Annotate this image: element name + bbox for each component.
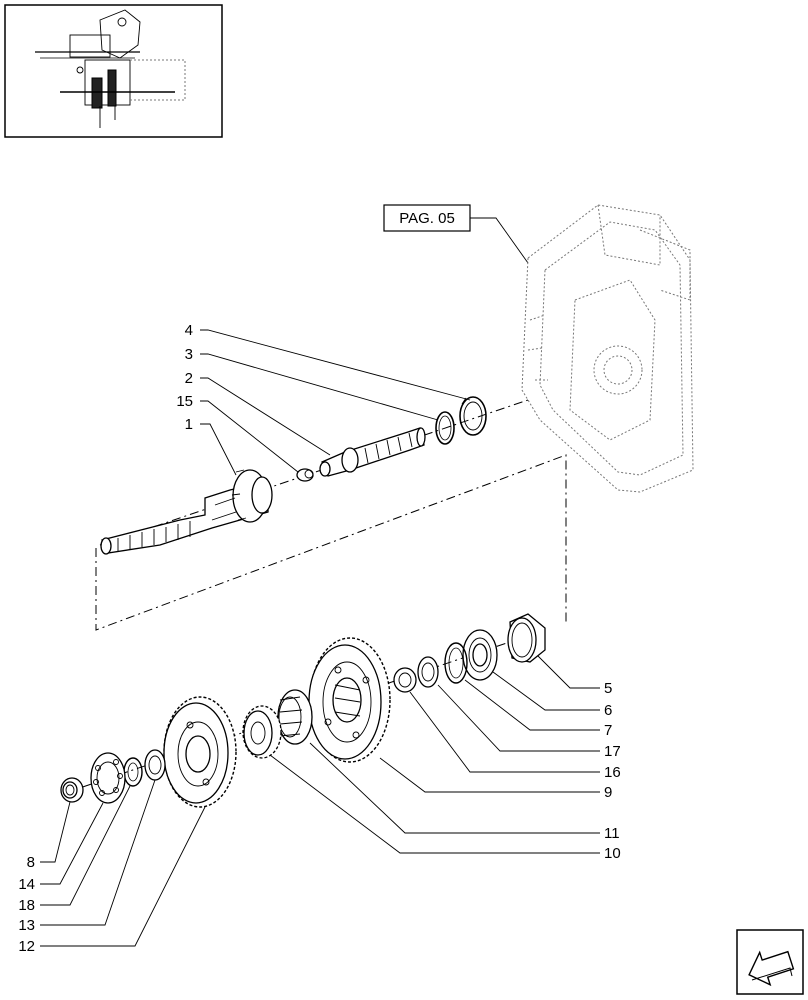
part-11-splined-sleeve[interactable] <box>277 689 313 745</box>
part-17-washer[interactable] <box>417 656 439 688</box>
callout-13: 13 <box>18 917 35 934</box>
part-13-bushing[interactable] <box>144 749 166 781</box>
part-15-pin[interactable] <box>296 468 314 482</box>
part-8-bearing-cup[interactable] <box>60 777 84 803</box>
callout-5: 5 <box>604 680 612 697</box>
callout-7: 7 <box>604 722 612 739</box>
leader-lines <box>40 329 600 947</box>
callout-11: 11 <box>604 825 620 842</box>
part-1-main-shaft[interactable] <box>100 469 273 555</box>
page-reference-box[interactable]: PAG. 05 <box>383 204 471 232</box>
callout-14: 14 <box>18 876 35 893</box>
callout-2: 2 <box>185 370 193 387</box>
part-3-seal-ring[interactable] <box>435 411 455 445</box>
group-frame-dashed <box>95 454 567 631</box>
part-6-bearing[interactable] <box>462 629 498 681</box>
part-12-medium-gear[interactable] <box>163 696 237 808</box>
callout-8: 8 <box>27 854 35 871</box>
assembly-thumbnail-icon[interactable] <box>4 4 223 138</box>
next-page-arrow-icon[interactable] <box>736 929 804 995</box>
callout-17: 17 <box>604 743 621 760</box>
callout-18: 18 <box>18 897 35 914</box>
part-4-snap-ring[interactable] <box>459 396 487 436</box>
callout-9: 9 <box>604 784 612 801</box>
callout-10: 10 <box>604 845 621 862</box>
callout-6: 6 <box>604 702 612 719</box>
part-5-sleeve[interactable] <box>507 613 546 663</box>
part-7-retaining-ring[interactable] <box>444 642 468 684</box>
part-16-spacer[interactable] <box>393 667 417 693</box>
page-reference-leader <box>470 217 529 264</box>
transmission-housing-outline <box>521 204 694 493</box>
upper-axis-line <box>99 399 529 546</box>
part-2-splined-shaft[interactable] <box>319 427 426 477</box>
part-14-roller-bearing[interactable] <box>90 752 126 804</box>
callout-12: 12 <box>18 938 35 955</box>
part-10-small-gear[interactable] <box>242 705 282 759</box>
part-9-large-gear[interactable] <box>308 637 391 763</box>
callout-labels: 4 3 2 15 1 5 6 7 17 16 9 11 10 8 14 18 1… <box>18 322 620 955</box>
callout-16: 16 <box>604 764 621 781</box>
callout-3: 3 <box>185 346 193 363</box>
callout-4: 4 <box>185 322 193 339</box>
callout-1: 1 <box>185 416 193 433</box>
page-reference-label: PAG. 05 <box>399 210 455 227</box>
callout-15: 15 <box>176 393 193 410</box>
